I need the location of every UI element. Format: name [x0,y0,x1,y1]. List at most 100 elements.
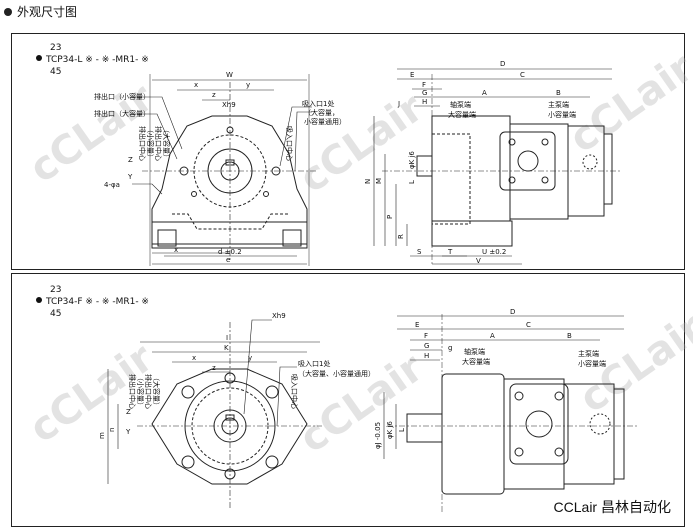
dim-J: J [397,100,400,108]
model-code: TCP34-L ※ - ※ -MR1- ※ [46,55,149,65]
vertical-label: （大容量） [152,374,161,409]
dim-R: R [397,234,405,239]
dim-G: G [422,89,427,97]
suction-port-note: （大容量、小容量通用） [298,369,375,378]
side-view-drawing [276,314,637,514]
suction-port-label: 吸入口1处 [302,99,334,108]
small-capacity-label: 小容量端 [548,110,576,119]
dim-D: D [510,308,515,316]
dim-n: n [108,428,116,432]
dim-L: L [408,180,416,184]
drawing-panel-tcp34-l: 23 TCP34-L ※ - ※ -MR1- ※ 45 cCLair cCLai… [11,33,693,270]
suction-port-note: 小容量通用） [304,117,346,126]
dim-P: P [386,215,394,219]
dim-L: L [398,428,406,432]
drawing-canvas: cCLair cCLair cCLair [21,45,693,266]
dim-U: U ±0.2 [482,248,506,256]
dim-e: e [226,256,230,264]
dim-E: E [415,321,419,329]
dim-T: T [447,248,453,256]
main-pump-end-label: 主泵端 [578,349,599,358]
dim-S: S [417,248,422,256]
model-code-block: 23 TCP34-L ※ - ※ -MR1- ※ 45 [36,42,149,78]
dim-N: N [364,179,372,184]
vertical-label: 吸入口中心 [285,126,294,161]
dim-y: y [248,354,252,362]
shaft-end-label: 轴泵端 [450,100,471,109]
section-header: 外观尺寸图 [4,5,77,19]
dim-A: A [482,89,487,97]
dim-Y: Y [127,173,133,181]
model-code-block: 23 TCP34-F ※ - ※ -MR1- ※ 45 [36,284,149,320]
dim-K: φK j6 [386,421,394,439]
dim-Z: Z [128,156,133,164]
dim-x: x [192,354,196,362]
drawing-canvas: cCLair cCLair cCLair [21,305,693,514]
model-code: TCP34-F ※ - ※ -MR1- ※ [46,297,149,307]
dim-J: φJ -0.05 [374,422,382,449]
dim-4-holes: 4-φa [104,181,120,189]
dim-C: C [526,321,531,329]
large-capacity-label: 大容量端 [448,110,476,119]
dim-m: m [98,432,106,439]
large-capacity-label: 大容量端 [462,357,490,366]
dim-z: z [212,91,216,99]
dim-B: B [567,332,572,340]
dim-D: D [500,60,505,68]
dim-x-bottom: x [174,246,178,254]
dim-x: x [194,81,198,89]
discharge-small-label: 排出口（小容量） [94,92,150,101]
dim-M: M [375,178,383,184]
vertical-label: （小容量） [136,374,145,409]
dim-I: I [226,334,228,342]
model-code-bottom: 45 [50,67,62,77]
shaft-end-label: 轴泵端 [464,347,485,356]
model-code-top: 23 [50,43,62,53]
side-view-drawing [294,68,622,265]
small-capacity-label: 小容量端 [578,359,606,368]
dim-A: A [490,332,495,340]
dim-Y: Y [125,428,131,436]
suction-port-label: 吸入口1处 [298,359,330,368]
dim-E: E [410,71,414,79]
dim-Z: Z [126,408,131,416]
dim-G: G [424,342,429,350]
vertical-label: 排出口中心 [128,374,137,409]
vertical-label: 吸入口中心 [290,374,299,409]
model-code-bottom: 45 [50,309,62,319]
dim-K: K [224,344,229,352]
drawing-panel-tcp34-f: 23 TCP34-F ※ - ※ -MR1- ※ 45 cCLair cCLai… [11,273,693,527]
model-code-top: 23 [50,285,62,295]
dim-K: φK j6 [408,151,416,169]
front-view-drawing [132,74,317,266]
section-title: 外观尺寸图 [17,5,78,19]
bullet-icon [36,297,42,303]
front-view-drawing [107,319,322,509]
vertical-label: 排出口中心 [154,126,163,161]
vertical-label: （大容量） [162,126,171,161]
dim-xh9: Xh9 [222,101,236,109]
dim-B: B [556,89,561,97]
discharge-large-label: 排出口（大容量） [94,109,150,118]
dim-C: C [520,71,525,79]
dim-xh9: Xh9 [272,312,286,320]
suction-port-note: （大容量， [304,108,339,117]
vertical-label: 排出口中心 [138,126,147,161]
vertical-label: 排出口中心 [144,374,153,409]
dim-W: W [226,71,233,79]
dim-z: z [212,364,216,372]
dim-F: F [424,332,428,340]
bullet-icon [36,55,42,61]
dim-V: V [476,257,481,265]
brand-caption: CCLair 昌林自动化 [553,499,671,515]
vertical-label: （小容量） [146,126,155,161]
dim-F: F [422,81,426,89]
dim-g: g [448,344,452,352]
main-pump-end-label: 主泵端 [548,100,569,109]
dim-H: H [424,352,429,360]
dim-H: H [422,98,427,106]
watermark-text: cCLair [561,45,693,163]
bullet-icon [4,8,12,16]
dim-d: d ±0.2 [218,248,242,256]
dim-y: y [246,81,250,89]
